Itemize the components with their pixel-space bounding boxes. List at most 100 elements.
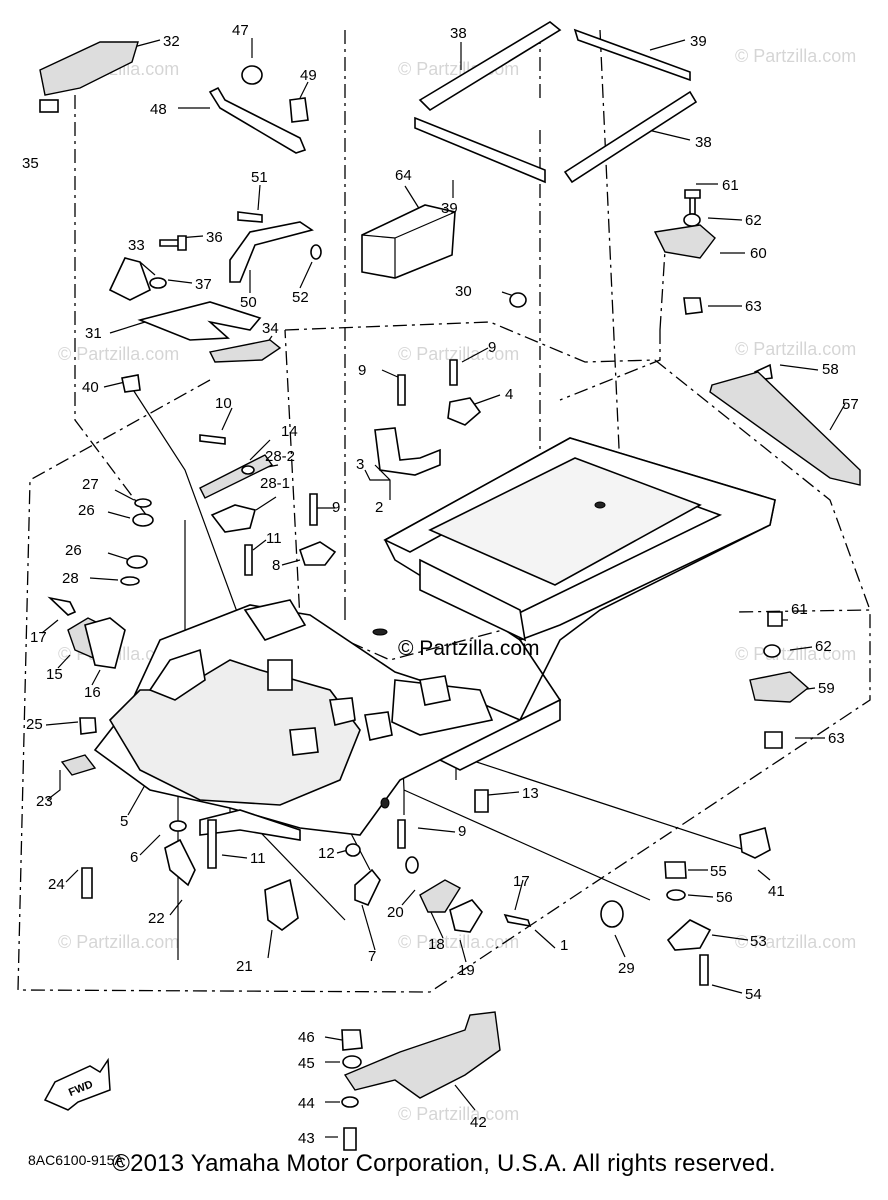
part-bolt-13 xyxy=(474,789,489,813)
part-pin-51 xyxy=(237,211,263,223)
part-strip-39 xyxy=(573,28,691,82)
watermark: © Partzilla.com xyxy=(398,932,519,952)
part-nut-25 xyxy=(79,717,97,735)
part-rivet-9a xyxy=(397,374,406,406)
part-grommet-47 xyxy=(241,65,263,85)
part-screw-17b xyxy=(503,913,532,928)
part-bracket-4 xyxy=(447,397,482,426)
callout: 47 xyxy=(232,22,249,39)
part-ring-28 xyxy=(120,576,140,586)
part-washer-56 xyxy=(666,889,686,901)
callout: 7 xyxy=(368,948,376,965)
part-bolt-61 xyxy=(684,189,701,215)
callout: 63 xyxy=(828,730,845,747)
part-slider-59 xyxy=(749,671,810,703)
part-plate-31 xyxy=(137,301,262,341)
callout: 21 xyxy=(236,958,253,975)
callout-labels: 32 35 47 49 48 38 39 38 39 64 51 36 33 3… xyxy=(22,22,859,1147)
callout: 4 xyxy=(505,386,513,403)
callout: 38 xyxy=(695,134,712,151)
callout: 16 xyxy=(84,684,101,701)
part-clip-49 xyxy=(289,97,309,123)
callout: 18 xyxy=(428,936,445,953)
part-plug-29 xyxy=(600,900,624,928)
callout: 63 xyxy=(745,298,762,315)
callout: 62 xyxy=(815,638,832,655)
part-washer-6 xyxy=(169,820,187,832)
callout: 61 xyxy=(722,177,739,194)
watermark: © Partzilla.com xyxy=(735,46,856,66)
part-nut-40 xyxy=(121,374,141,393)
part-washer-20 xyxy=(405,856,419,874)
callout: 26 xyxy=(65,542,82,559)
part-strip-38 xyxy=(418,21,562,112)
callout: 5 xyxy=(120,813,128,830)
callout: 48 xyxy=(150,101,167,118)
part-slider-60 xyxy=(653,224,716,259)
part-strip-39b xyxy=(414,116,546,184)
watermark: © Partzilla.com xyxy=(735,644,856,664)
callout: 15 xyxy=(46,666,63,683)
part-pin-10 xyxy=(199,434,226,445)
part-plate-18 xyxy=(419,879,461,913)
callout: 59 xyxy=(818,680,835,697)
part-collar-62b xyxy=(763,644,781,658)
part-nut-55 xyxy=(664,861,687,879)
callout: 53 xyxy=(750,933,767,950)
callout: 62 xyxy=(745,212,762,229)
callout: 10 xyxy=(215,395,232,412)
part-rivet-11b xyxy=(207,819,217,869)
part-plate-23 xyxy=(60,754,97,776)
callout: 55 xyxy=(710,863,727,880)
callout: 45 xyxy=(298,1055,315,1072)
part-duct-16 xyxy=(84,617,126,669)
callout: 9 xyxy=(332,499,340,516)
watermark: © Partzilla.com xyxy=(398,344,519,364)
part-plate-57 xyxy=(709,371,861,486)
part-rivet-11a xyxy=(244,544,253,576)
part-bolt-24 xyxy=(81,867,93,899)
part-rivet-9c xyxy=(309,493,318,526)
part-nut-63b xyxy=(764,731,783,749)
part-washer-26b xyxy=(126,555,148,569)
parts xyxy=(39,21,861,1151)
callout: 6 xyxy=(130,849,138,866)
callout: 28-2 xyxy=(265,448,295,465)
callout: 1 xyxy=(560,937,568,954)
callout: 34 xyxy=(262,320,279,337)
callout: 42 xyxy=(470,1114,487,1131)
watermark: © Partzilla.com xyxy=(58,344,179,364)
callout: 17 xyxy=(513,873,530,890)
callout: 26 xyxy=(78,502,95,519)
part-collar-45 xyxy=(342,1055,362,1069)
part-ring-27 xyxy=(134,498,152,508)
part-plate-28-1 xyxy=(210,504,256,533)
callout: 41 xyxy=(768,883,785,900)
part-box-64 xyxy=(361,204,456,279)
callout: 31 xyxy=(85,325,102,342)
watermark: © Partzilla.com xyxy=(735,339,856,359)
part-plate-53 xyxy=(666,919,712,951)
part-plate-34 xyxy=(208,339,282,363)
callout: 27 xyxy=(82,476,99,493)
part-strip-38b xyxy=(563,90,698,184)
part-guard-22 xyxy=(164,838,196,887)
callout: 14 xyxy=(281,423,298,440)
watermark: © Partzilla.com xyxy=(735,932,856,952)
part-bracket-21 xyxy=(264,878,299,931)
callout: 30 xyxy=(455,283,472,300)
callout: 2 xyxy=(375,499,383,516)
callout: 40 xyxy=(82,379,99,396)
callout: 9 xyxy=(458,823,466,840)
part-collar-62 xyxy=(683,213,701,227)
watermark: © Partzilla.com xyxy=(398,1104,519,1124)
callout: 8 xyxy=(272,557,280,574)
part-bracket-33 xyxy=(108,257,151,301)
callout: 32 xyxy=(163,33,180,50)
callout: 39 xyxy=(690,33,707,50)
part-washer-52 xyxy=(310,244,322,260)
part-bracket-32 xyxy=(39,41,139,96)
callout: 60 xyxy=(750,245,767,262)
callout: 51 xyxy=(251,169,268,186)
part-screw-17a xyxy=(47,596,77,616)
